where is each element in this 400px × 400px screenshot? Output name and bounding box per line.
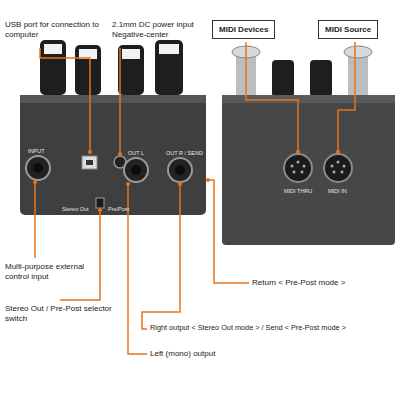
callout-label: Left (mono) output: [150, 349, 270, 359]
jacks: [26, 156, 192, 208]
panel-marking: INPUT: [28, 148, 45, 154]
callout-box: MIDI Source: [318, 20, 378, 39]
callout-label: Stereo Out / Pre-Post selector switch: [5, 304, 125, 323]
leader-dots: [33, 150, 340, 212]
callout-label: Multi-purpose external control input: [5, 262, 95, 281]
panel-marking: Pre/Post: [108, 206, 129, 212]
panel-marking: MIDI THRU: [284, 188, 312, 194]
callout-label: Right output < Stereo Out mode > / Send …: [150, 324, 398, 333]
panel-marking: Stereo Out: [62, 206, 89, 212]
pedal-body: [20, 95, 206, 215]
callout-box: MIDI Devices: [212, 20, 275, 39]
knobs: [40, 40, 183, 95]
callout-label: USB port for connection to computer: [5, 20, 110, 39]
footswitches: [232, 46, 372, 97]
callout-label: 2.1mm DC power input Negative-center: [112, 20, 208, 39]
pedal-edge: [20, 95, 206, 103]
callout-label: Return < Pre-Post mode >: [252, 278, 392, 288]
callout-text: MIDI Devices: [219, 25, 268, 34]
panel-marking: OUT L: [128, 150, 144, 156]
panel-marking: OUT R / SEND: [166, 150, 203, 156]
panel-marking: MIDI IN: [328, 188, 347, 194]
midi-sockets: [284, 154, 352, 182]
device-body: [222, 95, 395, 245]
callout-text: MIDI Source: [325, 25, 371, 34]
device-edge: [222, 95, 395, 103]
